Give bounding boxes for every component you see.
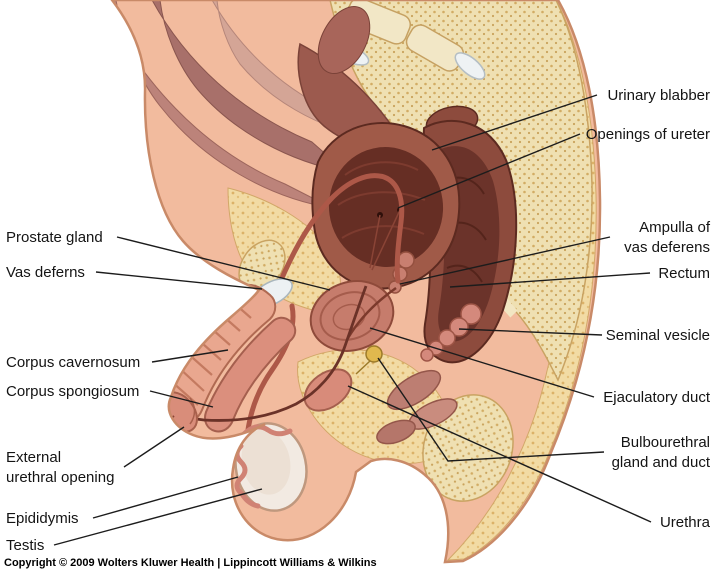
leader-corpus-spongiosum: [149, 390, 214, 408]
testis-organ: [234, 422, 308, 512]
leader-vas-deferens: [95, 271, 263, 290]
leader-epididymis: [92, 476, 239, 519]
label-urethra: Urethra: [659, 514, 710, 531]
leader-urinary-bladder: [431, 94, 598, 151]
leader-openings-of-ureter: [397, 133, 581, 209]
label-prostate-gland: Prostate gland: [6, 229, 103, 246]
label-external-urethral-opening: External urethral opening: [6, 449, 115, 486]
leader-ejaculatory-duct: [369, 327, 595, 398]
label-epididymis: Epididymis: [6, 510, 79, 527]
label-bulbourethral-gland: Bulbourethral gland and duct: [611, 434, 710, 471]
psoas-muscle: [317, 6, 371, 74]
leader-ampulla: [399, 236, 611, 285]
leader-urethra: [347, 385, 652, 523]
bulb-of-penis: [303, 368, 353, 412]
ischium-bone: [422, 394, 514, 502]
label-urinary-bladder: Urinary blabber: [607, 87, 710, 104]
label-openings-of-ureter: Openings of ureter: [585, 126, 710, 143]
leader-rectum: [449, 272, 651, 288]
leader-lines: [53, 94, 652, 546]
leader-seminal-vesicle: [458, 328, 603, 336]
label-corpus-spongiosum: Corpus spongiosum: [6, 383, 140, 400]
abdominal-muscle: [151, 0, 348, 173]
leader-corpus-cavernosum: [151, 349, 229, 363]
leader-external-urethral-opening: [123, 426, 185, 468]
label-vas-deferens: Vas deferns: [6, 264, 85, 281]
leader-testis: [53, 488, 263, 546]
seminal-vesicle-organ: [420, 303, 482, 362]
intervertebral-disc: [454, 52, 486, 80]
leader-prostate-gland: [116, 236, 331, 291]
label-rectum: Rectum: [658, 265, 710, 282]
label-seminal-vesicle: Seminal vesicle: [605, 327, 710, 344]
skin-outline: [110, 0, 602, 564]
copyright-text: Copyright © 2009 Wolters Kluwer Health |…: [4, 557, 377, 569]
prostate-organ: [309, 280, 397, 352]
label-ejaculatory-duct: Ejaculatory duct: [603, 389, 710, 406]
leader-bulbourethral: [377, 357, 605, 462]
label-ampulla-of-vas-deferens: Ampulla of vas deferens: [624, 219, 710, 256]
label-corpus-cavernosum: Corpus cavernosum: [6, 354, 141, 371]
label-testis: Testis: [6, 537, 45, 554]
ejaculatory-duct-line: [346, 286, 397, 339]
